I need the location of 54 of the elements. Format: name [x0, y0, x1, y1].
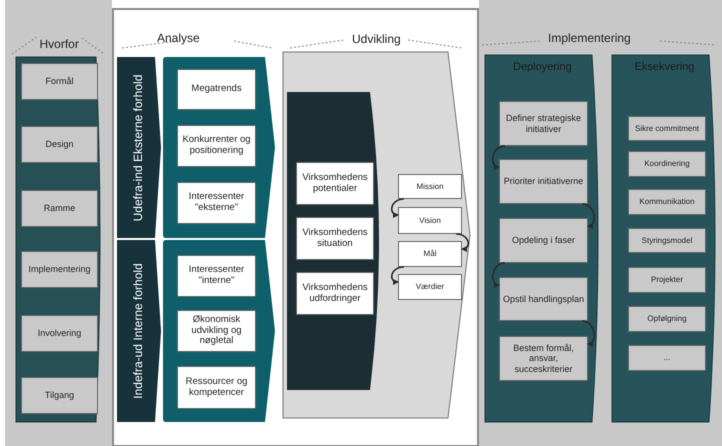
text-box: Ramme: [21, 190, 98, 227]
column-panel: [612, 55, 717, 422]
text-box: Koordinering: [628, 151, 706, 177]
text-box: Økonomisk udvikling og nøgletal: [177, 310, 256, 352]
text-box: Virksomhedens udfordringer: [296, 272, 374, 315]
pointed-panel: [163, 57, 275, 238]
text-box: Ressourcer og kompetencer: [177, 366, 256, 409]
curved-arrow: [492, 145, 506, 170]
text-box: Prioriter initiativerne: [499, 159, 588, 204]
text-box: Opstil handlingsplan: [499, 277, 588, 321]
text-box: Implementering: [21, 251, 98, 288]
curved-arrow: [582, 320, 596, 346]
column-panel: [485, 55, 600, 422]
text-box: Sikre commitment: [628, 116, 706, 141]
section-heading: Implementering: [548, 31, 631, 45]
text-box: Mål: [398, 241, 462, 267]
text-box: Kommunikation: [628, 189, 706, 215]
pentagon-panel: [283, 32, 470, 418]
vertical-label: Udefra-ind Eksterne forhold: [132, 73, 146, 223]
column-heading: Udvikling: [352, 32, 401, 46]
text-box: Opfølgning: [628, 306, 706, 332]
text-box: Bestem formål, ansvar, succeskriterier: [499, 336, 588, 381]
text-box: Virksomhedens situation: [296, 217, 374, 260]
curved-arrow: [582, 203, 596, 228]
curved-arrow: [391, 266, 404, 284]
text-box: Virksomhedens potentialer: [296, 162, 374, 205]
text-box: Styringsmodel: [628, 228, 706, 253]
text-box: Formål: [21, 63, 98, 100]
vertical-label: Indefra-ud Interne forhold: [132, 262, 146, 401]
section-heading: Analyse: [157, 31, 200, 45]
text-box: Megatrends: [177, 69, 256, 110]
text-box: Definer strategiske initiativer: [499, 101, 588, 146]
curved-arrow: [492, 262, 506, 287]
text-box: Vision: [398, 207, 462, 234]
text-box: Design: [21, 126, 98, 163]
text-box: Tilgang: [21, 377, 98, 414]
curved-arrow: [456, 233, 469, 252]
vertical-band: [117, 240, 161, 422]
text-box: Projekter: [628, 267, 706, 293]
text-box: Opdeling i faser: [499, 218, 588, 263]
text-box: Interessenter "eksterne": [177, 182, 256, 224]
column-heading: Deployering: [513, 61, 572, 73]
text-box: Konkurrenter og positionering: [177, 125, 256, 167]
text-box: Involvering: [21, 315, 98, 352]
text-box: Værdier: [398, 274, 462, 300]
text-box: ...: [628, 345, 706, 371]
column-heading: Hvorfor: [40, 37, 79, 51]
text-box: Interessenter "interne": [177, 255, 256, 297]
column-panel: [16, 37, 102, 422]
curved-panel: [287, 92, 382, 390]
pointed-panel: [163, 240, 275, 422]
vertical-band: [117, 57, 161, 238]
text-box: Mission: [398, 174, 462, 199]
column-heading: Eksekvering: [634, 61, 694, 73]
